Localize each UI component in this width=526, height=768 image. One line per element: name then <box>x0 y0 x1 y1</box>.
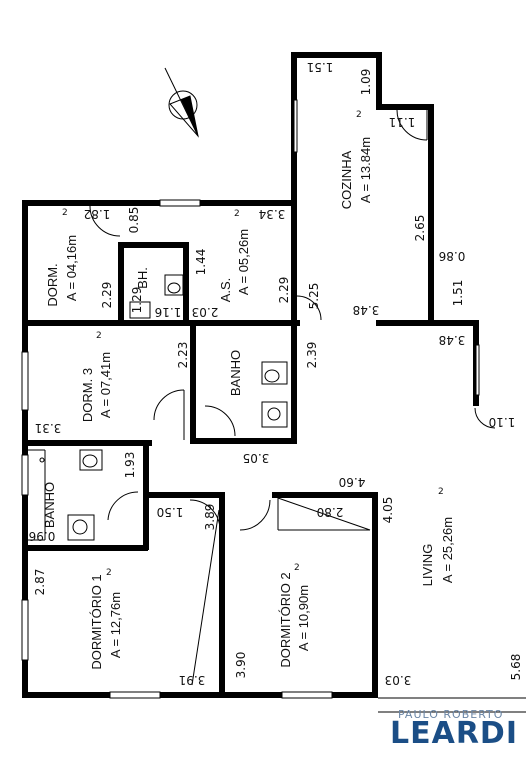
sup-dormitorio2: 2 <box>294 563 300 573</box>
doors <box>89 109 496 531</box>
dim-3-31: 3.31 <box>35 421 62 435</box>
room-cozinha-area: A = 13.84m <box>358 137 373 203</box>
room-dormitorio2-area: A = 10,90m <box>296 585 311 651</box>
room-labels: COZINHA A = 13.84m DORM. A = 04,16m BH. … <box>42 137 455 670</box>
dim-2-03: 2.03 <box>192 305 219 319</box>
dim-1-44: 1.44 <box>194 249 208 276</box>
windows <box>21 99 526 713</box>
room-living-area: A = 25,26m <box>440 517 455 583</box>
dim-1-50: 1.50 <box>157 505 184 519</box>
dim-1-51-right: 1.51 <box>451 280 465 307</box>
dim-3-05: 3.05 <box>243 451 270 465</box>
room-dorm-name: DORM. <box>45 263 60 306</box>
dim-2-23: 2.23 <box>176 342 190 369</box>
dim-3-89: 3.89 <box>203 504 217 531</box>
dim-1-11: 1.11 <box>389 115 416 129</box>
sup-cozinha: 2 <box>356 110 362 120</box>
room-banho-1-name: BANHO <box>42 482 57 528</box>
dim-4-60: 4.60 <box>339 475 366 489</box>
dim-3-48-lower: 3.48 <box>439 333 466 347</box>
dim-1-16: 1.16 <box>155 305 182 319</box>
area-superscripts: 2 2 2 2 2 2 2 <box>62 110 444 578</box>
room-dorm3-area: A = 07,41m <box>98 352 113 418</box>
room-dormitorio1-area: A = 12,76m <box>108 592 123 658</box>
logo-line-1: PAULO ROBERTO <box>398 708 504 721</box>
dim-1-82: 1.82 <box>84 207 111 221</box>
room-dormitorio2-name: DORMITÓRIO 2 <box>278 572 293 667</box>
sup-dorm3: 2 <box>96 331 102 341</box>
dim-0-96: 0.96 <box>29 529 56 543</box>
dim-0-85: 0.85 <box>127 207 141 234</box>
brand-logo: PAULO ROBERTO LEARDI <box>378 702 526 764</box>
dim-1-93: 1.93 <box>123 452 137 479</box>
dim-1-51-top: 1.51 <box>307 60 334 74</box>
dim-1-10: 1.10 <box>489 415 516 429</box>
room-bh-name: BH. <box>135 267 150 289</box>
room-as-area: A = 05,26m <box>236 229 251 295</box>
sup-dorm: 2 <box>62 208 68 218</box>
dim-3-03: 3.03 <box>385 673 412 687</box>
north-arrow-icon <box>164 67 199 138</box>
sup-dormitorio1: 2 <box>106 568 112 578</box>
room-dormitorio1-name: DORMITÓRIO 1 <box>89 574 104 669</box>
dimensions: 1.51 1.09 1.11 2.65 0.86 1.51 3.48 3.48 … <box>29 60 523 687</box>
room-living-name: LIVING <box>420 544 435 587</box>
dim-2-29-dorm: 2.29 <box>100 282 114 309</box>
room-dorm3-name: DORM. 3 <box>80 368 95 422</box>
dim-3-48-upper: 3.48 <box>353 303 380 317</box>
dim-1-09: 1.09 <box>359 69 373 96</box>
dim-3-91: 3.91 <box>179 673 206 687</box>
dim-1-29: 1.29 <box>130 287 144 314</box>
logo-line-2: LEARDI <box>390 716 518 751</box>
dim-4-05: 4.05 <box>381 497 395 524</box>
dim-5-25: 5.25 <box>307 283 321 310</box>
dim-3-90: 3.90 <box>234 652 248 679</box>
dim-3-34: 3.34 <box>259 207 286 221</box>
dim-2-87: 2.87 <box>33 569 47 596</box>
dim-2-29-as: 2.29 <box>277 277 291 304</box>
dim-2-39: 2.39 <box>305 342 319 369</box>
room-cozinha-name: COZINHA <box>339 150 354 209</box>
room-banho-2-name: BANHO <box>228 350 243 396</box>
dim-5-68: 5.68 <box>509 654 523 681</box>
room-dorm-area: A = 04,16m <box>64 235 79 301</box>
dim-0-86: 0.86 <box>439 249 466 263</box>
sup-as: 2 <box>234 209 240 219</box>
room-as-name: A.S. <box>218 278 233 303</box>
dim-2-80: 2.80 <box>317 505 344 519</box>
sup-living: 2 <box>438 487 444 497</box>
bathroom-fixtures <box>28 274 371 686</box>
dim-2-65: 2.65 <box>413 215 427 242</box>
